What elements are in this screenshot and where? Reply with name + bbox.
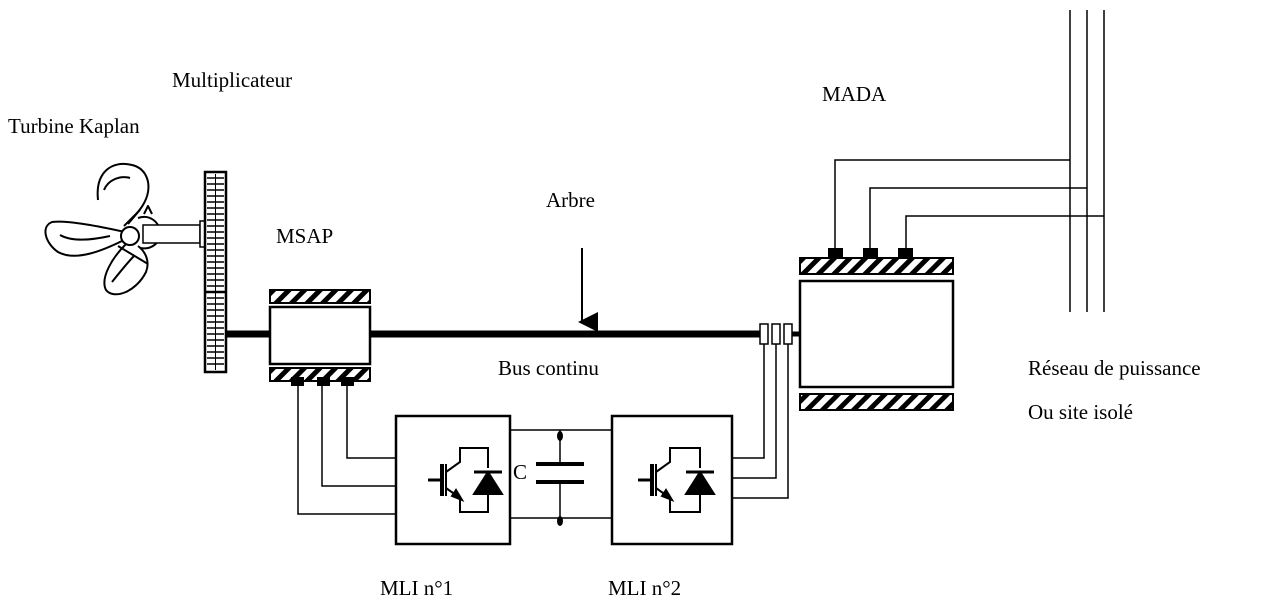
capacitor-label: C: [513, 460, 528, 484]
pwm2-to-rotor-wiring: [732, 344, 789, 499]
shaft-label: Arbre: [546, 188, 595, 212]
mada-machine: [798, 248, 955, 411]
slip-rings: [759, 323, 793, 345]
pwm-converter-1: [394, 414, 512, 546]
grid-label-line1: Réseau de puissance: [1028, 356, 1201, 380]
dc-bus-label: Bus continu: [498, 356, 599, 380]
dc-link-capacitor: [536, 431, 584, 526]
grid-label-line2: Ou site isolé: [1028, 400, 1133, 424]
mada-label: MADA: [822, 82, 887, 106]
stator-wiring: [834, 159, 1104, 248]
turbine-shaft: [142, 224, 201, 244]
multiplier-gear: [203, 170, 228, 374]
msap-label: MSAP: [276, 224, 334, 248]
pwm1-label: MLI n°1: [380, 576, 454, 600]
power-grid-lines: [1069, 10, 1105, 312]
turbine-label: Turbine Kaplan: [8, 114, 140, 138]
msap-to-pwm1-wiring: [297, 386, 396, 515]
multiplier-label: Multiplicateur: [172, 68, 293, 92]
kaplan-turbine-icon: [44, 162, 161, 296]
igbt-diode-icon: [428, 447, 504, 513]
igbt-diode-icon: [638, 447, 716, 513]
pwm2-label: MLI n°2: [608, 576, 682, 600]
pwm-converter-2: [610, 414, 734, 546]
msap-machine: [268, 289, 372, 386]
